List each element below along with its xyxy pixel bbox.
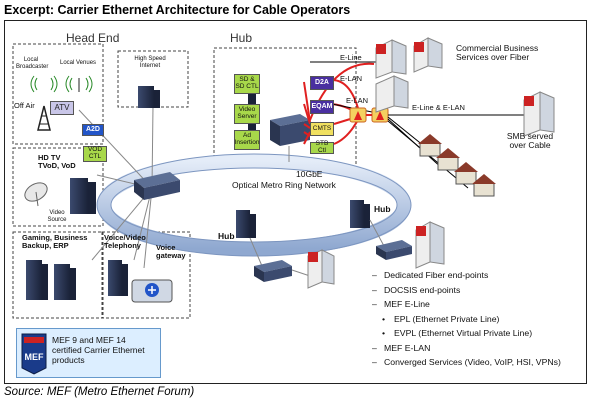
ring-edge [96,153,412,257]
hub-label: Hub [230,31,253,45]
diagram-frame [4,20,587,384]
legend-item: –Dedicated Fiber end-points [372,270,488,280]
gaming-label: Gaming, Business Backup, ERP [22,233,88,251]
building-icon-4 [523,91,555,137]
smb-label: SMB served over Cable [506,131,554,151]
building-icon [375,39,407,79]
gaming-box [12,231,104,319]
ring-outer [97,154,411,256]
radio-waves-icon [30,75,58,93]
hub-right-link [369,219,385,247]
legend-text: EPL (Ethernet Private Line) [394,313,500,324]
commercial-services-label: Commercial Business Services over Fiber [456,43,539,63]
elan-label: E-LAN [340,74,363,83]
legend-bullet: – [372,342,377,353]
mef-note: MEF 9 and MEF 14 certified Carrier Ether… [52,335,145,365]
hdtv-label: HD TV TVoD, VoD [38,153,76,171]
local-broadcaster-label: Local Broadcaster [16,57,49,70]
eqam-box: EQAM [310,100,334,114]
legend-item: • EPL (Ethernet Private Line) [382,314,499,324]
eline-elan-label: E-Line & E-LAN [412,103,465,112]
internet-label: High Speed Internet [134,56,166,69]
house-icon [419,135,495,197]
legend-bullet: • [382,313,386,324]
hdtv-box [12,147,104,227]
page-title: Excerpt: Carrier Ethernet Architecture f… [4,3,351,17]
hub-switch-icon [270,114,310,146]
svg-text:MEF: MEF [25,352,45,362]
building-icon-2 [413,37,443,73]
legend-text: Dedicated Fiber end-points [384,270,489,280]
mef-logo-icon: MEF [21,333,47,375]
head-end-box [12,43,104,145]
router-icon [349,107,367,123]
legend-item: –DOCSIS end-points [372,285,460,295]
sd-ctl-box: SD & SD CTL [234,74,260,94]
server-rack-icon [70,178,96,214]
hub-server-icon [236,210,256,238]
internet-server-icon [138,86,160,108]
gaming-server-icon [26,260,76,300]
legend-bullet: – [372,357,377,367]
legend-bullet: – [372,284,377,295]
a2d-box: A2D [82,124,104,136]
legend-text: MEF E-Line [384,299,430,309]
legend-item: • EVPL (Ethernet Virtual Private Line) [382,328,532,338]
ring-speed-label: 10GbE [296,169,323,179]
stb-ctl-box: STB Ctl [310,140,334,154]
ring-name-label: Optical Metro Ring Network [232,180,336,190]
elan-label-2: E-LAN [346,96,369,105]
broadcast-tower-icon [37,105,51,131]
building-icon-bl [307,249,335,289]
local-venues-label: Local Venues [60,60,97,66]
diagram-canvas [12,37,555,319]
legend-text: DOCSIS end-points [384,284,461,295]
video-server-box: Video Server [234,104,260,124]
head-end-switch-icon [134,172,180,200]
building-icon-3 [375,75,409,113]
cmts-box: CMTS [310,122,334,136]
legend-bullet: – [372,270,377,280]
house-roof-icon [418,134,496,184]
legend-bullet: • [382,328,386,338]
legend-text: Converged Services (Video, VoIP, HSI, VP… [384,357,561,367]
voice-server-icon [108,260,128,296]
off-air-label: Off Air [14,101,35,110]
switch-icon-bl [254,260,292,282]
hub-label-right: Hub [374,204,391,214]
legend-bullet: – [372,299,377,309]
head-end-links [78,105,154,269]
ad-insertion-box: Ad Insertion [234,130,260,150]
head-end-label: Head End [66,31,120,45]
source-caption: Source: MEF (Metro Ethernet Forum) [4,386,195,398]
ring-inner-edge [110,167,398,243]
voice-box [101,231,191,319]
hub-label-bottom: Hub [218,231,235,241]
legend-text: EVPL (Ethernet Virtual Private Line) [394,328,533,338]
hub-server-icon-right [350,200,370,228]
hub-bl-link [249,237,263,267]
voice-video-label: Voice/Video Telephony [104,233,146,251]
switch-icon-right [376,240,412,260]
legend-text: MEF E-LAN [384,342,431,353]
legend-item: –MEF E-Line [372,299,430,309]
venue-antenna-icon [65,75,93,93]
legend-item: –MEF E-LAN [372,343,430,353]
video-source-label: Video Source [47,210,67,223]
d2a-box: D2A [310,76,334,90]
voice-gateway-label: Voice gateway [156,243,186,261]
voice-gateway-icon [131,279,173,303]
vod-ctl-box: VOD CTL [83,146,107,162]
satellite-dish-icon [24,182,48,207]
atv-box: ATV [50,101,74,115]
building-icon-right [415,221,445,269]
legend-item: –Converged Services (Video, VoIP, HSI, V… [372,357,561,367]
eline-label: E-Line [340,53,362,62]
